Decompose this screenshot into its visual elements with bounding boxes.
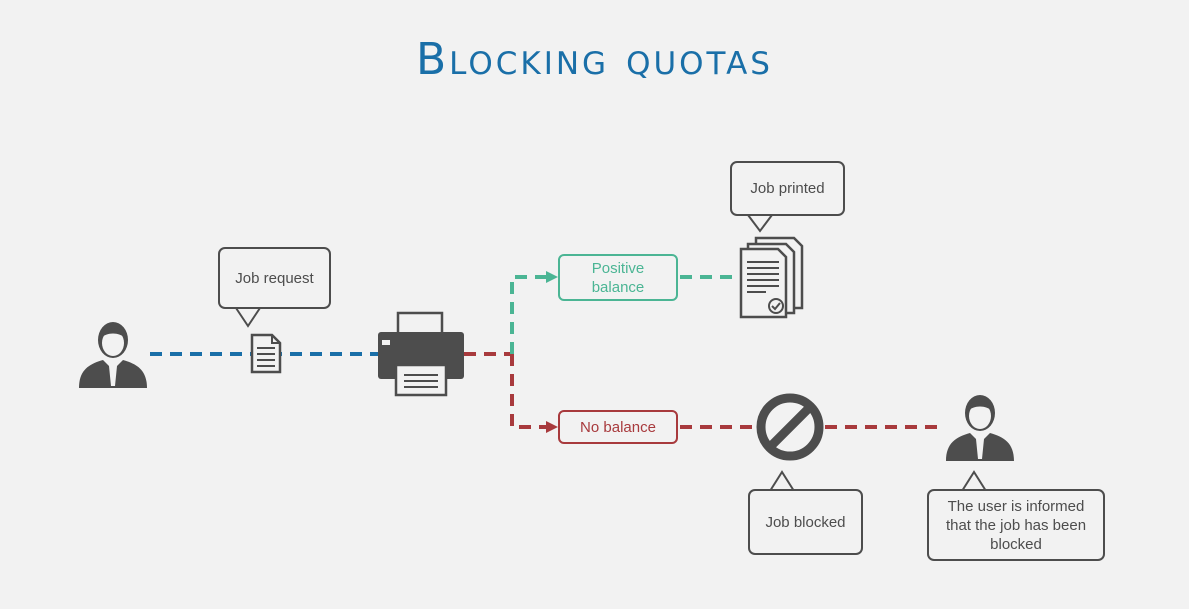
- user-informed-callout: The user is informed that the job has be…: [927, 489, 1105, 561]
- positive-balance-label: Positive balance: [591, 259, 645, 296]
- job-request-label: Job request: [235, 269, 314, 287]
- printed-documents-icon: [739, 236, 804, 319]
- user-icon: [79, 322, 147, 388]
- negative-arrowhead: [546, 421, 558, 433]
- no-balance-box: No balance: [558, 410, 678, 444]
- printer-icon: [378, 311, 464, 397]
- positive-branch-line: [510, 275, 550, 354]
- page-title: Blocking quotas: [416, 34, 773, 85]
- callout-tail: [961, 470, 987, 492]
- blocked-icon: [756, 393, 824, 461]
- callout-tail: [747, 214, 773, 233]
- user-icon: [946, 395, 1014, 461]
- document-icon: [250, 333, 282, 374]
- negative-branch-line: [510, 354, 550, 429]
- callout-tail: [769, 470, 795, 492]
- no-balance-label: No balance: [580, 418, 656, 436]
- callout-tail: [235, 307, 261, 328]
- positive-arrowhead: [546, 271, 558, 283]
- job-printed-callout: Job printed: [730, 161, 845, 216]
- job-blocked-label: Job blocked: [765, 513, 846, 531]
- job-printed-label: Job printed: [750, 180, 825, 197]
- job-blocked-callout: Job blocked: [748, 489, 863, 555]
- positive-balance-box: Positive balance: [558, 254, 678, 301]
- user-informed-label: The user is informed that the job has be…: [945, 497, 1087, 553]
- job-request-callout: Job request: [218, 247, 331, 309]
